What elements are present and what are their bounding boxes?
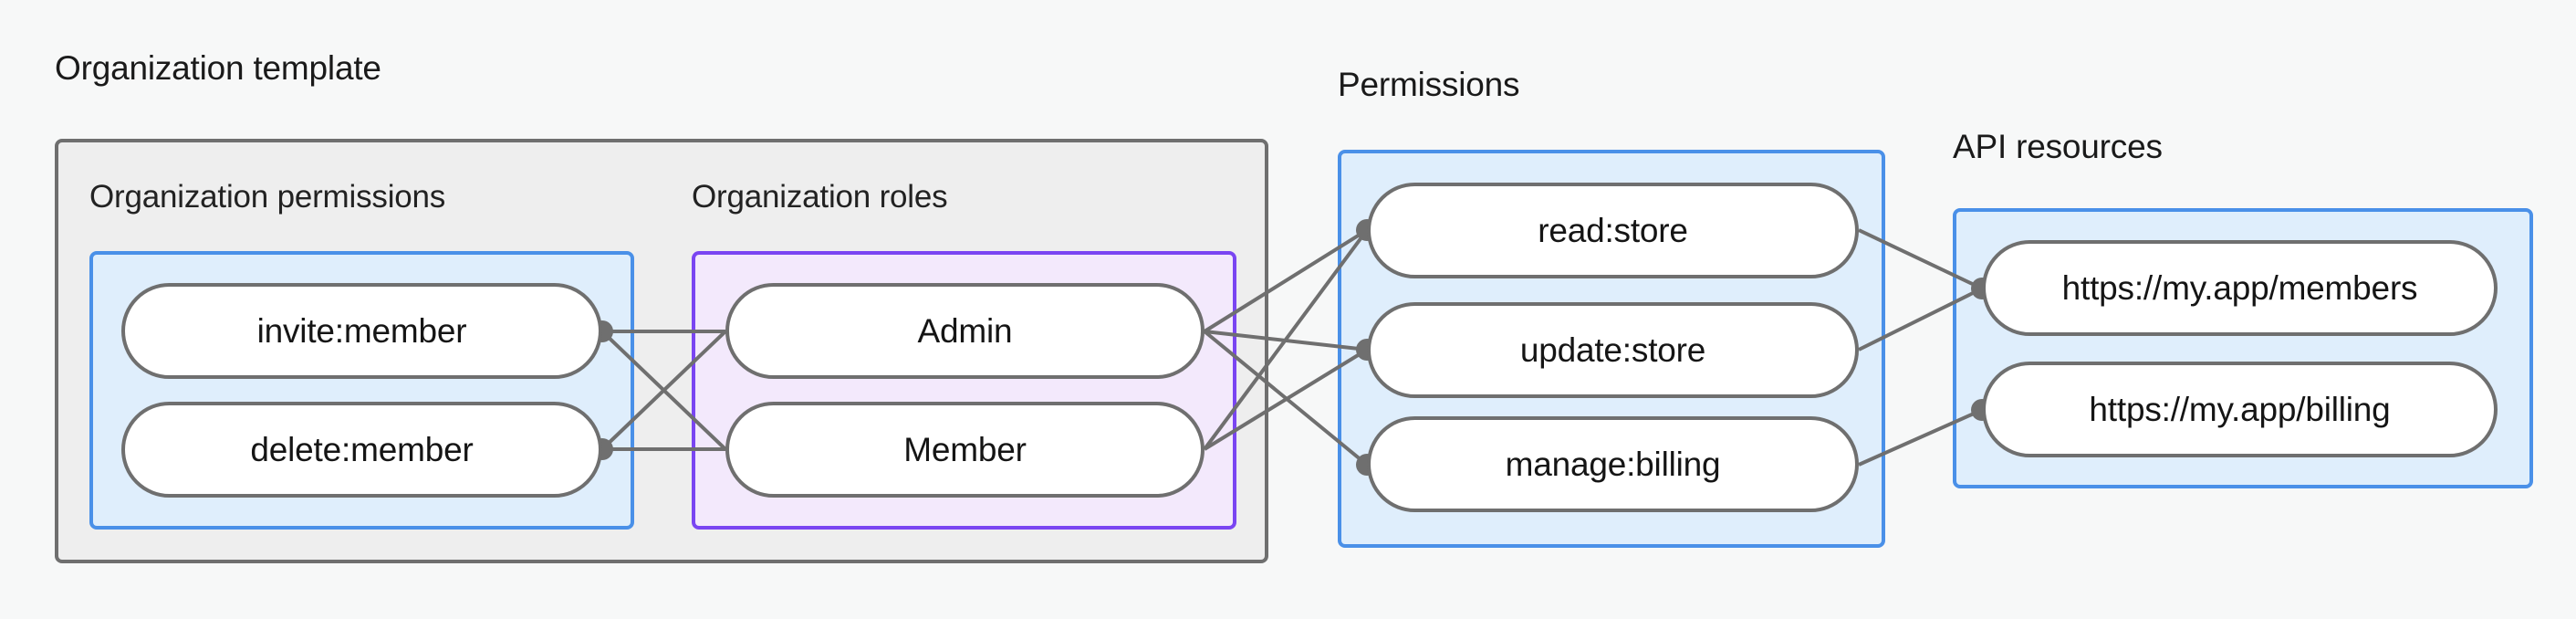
permissions-caption: Permissions [1338, 66, 1520, 103]
node-read-store[interactable]: read:store [1367, 183, 1859, 278]
node-members-url-label: https://my.app/members [2061, 268, 2418, 307]
node-manage-billing-label: manage:billing [1505, 445, 1721, 483]
node-member[interactable]: Member [725, 402, 1205, 498]
node-admin-label: Admin [917, 311, 1013, 350]
node-member-label: Member [903, 430, 1027, 468]
node-delete-member[interactable]: delete:member [121, 402, 602, 498]
organization-roles-caption: Organization roles [692, 179, 948, 215]
node-update-store[interactable]: update:store [1367, 302, 1859, 398]
node-update-store-label: update:store [1519, 330, 1706, 369]
node-billing-url[interactable]: https://my.app/billing [1982, 362, 2498, 457]
node-invite-member[interactable]: invite:member [121, 283, 602, 379]
node-manage-billing[interactable]: manage:billing [1367, 416, 1859, 512]
api-resources-caption: API resources [1953, 128, 2163, 165]
node-billing-url-label: https://my.app/billing [2089, 390, 2391, 428]
node-admin[interactable]: Admin [725, 283, 1205, 379]
node-members-url[interactable]: https://my.app/members [1982, 240, 2498, 336]
organization-permissions-caption: Organization permissions [89, 179, 446, 215]
node-invite-member-label: invite:member [256, 311, 467, 350]
node-delete-member-label: delete:member [250, 430, 474, 468]
node-read-store-label: read:store [1538, 211, 1688, 249]
organization-template-caption: Organization template [55, 49, 381, 87]
